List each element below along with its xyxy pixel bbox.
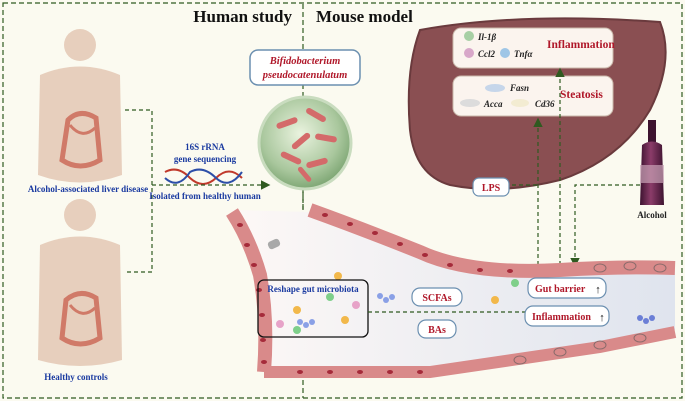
label-16s-rrna: 16S rRNA	[185, 142, 225, 152]
gut-inflammation-box	[524, 305, 610, 327]
gene-dot-icon	[464, 48, 474, 58]
human-figure-disease	[38, 29, 122, 183]
gut-wall-lower	[264, 326, 677, 378]
lipid-droplet-icon	[460, 99, 480, 107]
gene-fasn: Fasn	[509, 83, 529, 93]
gut-microbes	[267, 238, 655, 334]
header-human-study: Human study	[193, 7, 292, 26]
label-gut-barrier: Gut barrier	[535, 284, 586, 295]
label-lps: LPS	[482, 183, 501, 194]
dna-helix-icon	[164, 168, 243, 185]
gene-dot-icon	[464, 31, 474, 41]
wine-bottle-icon	[640, 120, 664, 205]
bacterium-name-line2: pseudocatenulatum	[262, 70, 348, 81]
gut-wall-left	[226, 208, 273, 373]
label-healthy-controls: Healthy controls	[44, 372, 108, 382]
bacterium-name-line1: Bifidobacterium	[269, 56, 341, 67]
gene-cd36: Cd36	[535, 99, 555, 109]
liver-inflammation-box	[452, 27, 614, 69]
lipid-droplet-icon	[485, 84, 505, 92]
gut-barrier-arrow-icon: ↑	[595, 284, 601, 296]
gene-tnfa: Tnfα	[514, 49, 534, 59]
human-figure-healthy	[38, 199, 122, 366]
label-bas: BAs	[428, 325, 446, 336]
gene-il1b: Il-1β	[477, 32, 497, 42]
liver-steatosis-title: Steatosis	[560, 89, 603, 101]
lipid-droplet-icon	[511, 99, 529, 107]
label-alcohol-liver-disease: Alcohol-associated liver disease	[28, 184, 148, 194]
reshape-microbiota-box	[257, 279, 369, 338]
label-alcohol: Alcohol	[637, 210, 667, 220]
alcohol-to-gut-arrow	[570, 184, 640, 268]
human-bracket	[125, 109, 153, 273]
header-mouse-model: Mouse model	[316, 7, 413, 26]
scfas-box	[411, 287, 463, 307]
bas-box	[417, 319, 457, 339]
gene-dot-icon	[500, 48, 510, 58]
label-gene-sequencing: gene sequencing	[174, 154, 237, 164]
damaged-epithelium	[513, 261, 667, 365]
gut-inflammation-arrow-icon: ↑	[599, 312, 605, 324]
epithelial-nuclei	[237, 213, 513, 374]
lps-box	[472, 177, 510, 197]
bacterium-name-box	[249, 49, 361, 86]
gut-barrier-box	[527, 277, 607, 299]
label-isolated: Isolated from healthy human	[149, 191, 261, 201]
gene-acca: Acca	[483, 99, 503, 109]
gene-ccl2: Ccl2	[478, 49, 495, 59]
liver-inflammation-title: Inflammation	[547, 39, 615, 51]
label-gut-inflammation: Inflammation	[532, 312, 591, 323]
bacteria-culture-icon	[257, 95, 353, 191]
label-scfas: SCFAs	[422, 293, 451, 304]
label-reshape-microbiota: Reshape gut microbiota	[267, 284, 359, 294]
